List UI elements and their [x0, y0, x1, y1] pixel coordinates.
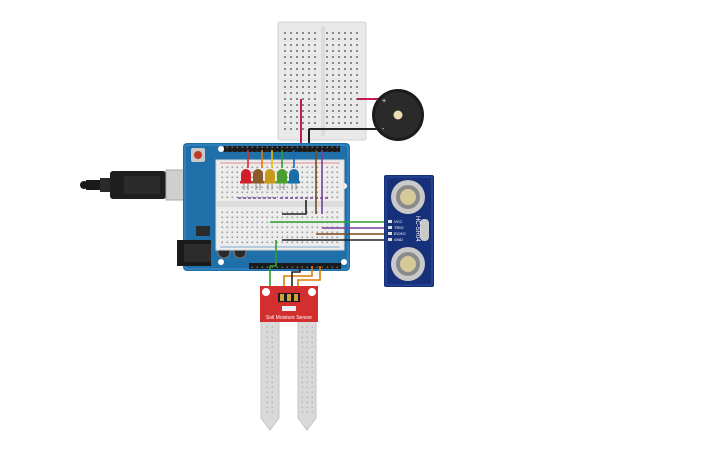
ultrasonic-pin-trig: TRIG	[394, 225, 404, 230]
soil-wire-green[interactable]	[269, 240, 277, 290]
wire-black-vertical[interactable]	[282, 200, 307, 215]
led-4[interactable]	[276, 169, 288, 190]
ultrasonic-model-label: HC-SR04	[414, 216, 420, 242]
soil-wire-black[interactable]	[291, 266, 301, 296]
ultrasonic-pin-gnd: GND	[394, 237, 403, 242]
soil-sensor-title: Soil Moisture Sensor	[266, 315, 312, 321]
led-1[interactable]	[240, 169, 252, 190]
led-group	[240, 169, 300, 190]
mini-breadboard[interactable]	[277, 21, 367, 141]
buzzer-minus-label: -	[382, 126, 385, 133]
led-5[interactable]	[288, 169, 300, 190]
ultrasonic-pin-vcc: VCC	[394, 219, 403, 224]
led-3[interactable]	[264, 169, 276, 190]
led-2[interactable]	[252, 169, 264, 190]
buzzer-plus-label: +	[382, 98, 386, 105]
soil-moisture-sensor[interactable]: Soil Moisture Sensor	[260, 286, 318, 431]
piezo-buzzer[interactable]: + -	[372, 89, 424, 141]
ultrasonic-sensor[interactable]: VCC TRIG ECHO GND HC-SR04	[384, 175, 434, 287]
ultrasonic-pin-echo: ECHO	[394, 231, 406, 236]
